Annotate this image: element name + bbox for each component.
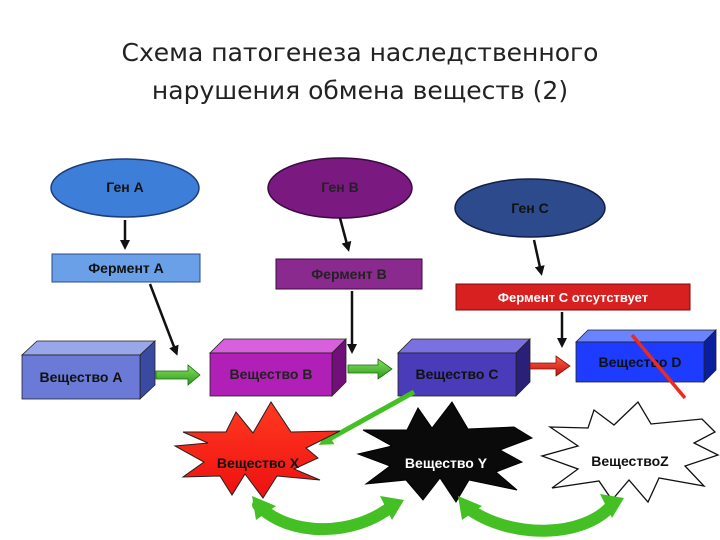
curved-arrow-x-to-y-tail-head — [252, 496, 276, 520]
curved-arrow-y-to-z-tail-head — [458, 496, 482, 520]
arrow-gene-b-to-enzyme-b — [338, 217, 352, 252]
substance-y-label: Вещество Y — [405, 455, 488, 471]
blocked-arrow-c-to-d — [529, 355, 571, 377]
arrow-a-to-b — [155, 364, 201, 386]
substance-b-box: Вещество В — [209, 338, 347, 397]
slide-title: Схема патогенеза наследственного нарушен… — [40, 34, 680, 110]
substance-z-burst: ВеществоZ — [539, 400, 720, 504]
curved-arrow-y-to-z — [460, 499, 618, 537]
arrow-enzyme-a-to-reaction — [148, 283, 179, 356]
gene-a-node: Ген А — [50, 158, 200, 218]
gene-c-node: Ген С — [454, 178, 606, 238]
enzyme-a-node: Фермент А — [51, 253, 201, 283]
curved-arrow-x-to-y — [252, 499, 398, 536]
substance-z-label: ВеществоZ — [591, 453, 669, 469]
arrow-to-substance-x — [318, 389, 416, 445]
substance-c-box: Вещество С — [397, 338, 531, 397]
enzyme-a-label: Фермент А — [88, 260, 164, 276]
substance-a-box: Вещество А — [20, 340, 157, 400]
curved-arrow-y-to-z-head — [600, 494, 624, 518]
gene-b-label: Ген В — [321, 179, 358, 195]
arrow-b-to-c — [347, 358, 393, 380]
substance-y-burst: Вещество Y — [356, 401, 534, 503]
substance-d-box: Вещество D — [575, 329, 717, 383]
enzyme-c-missing-label: Фермент С отсутствует — [498, 290, 648, 305]
curved-arrow-x-to-y-head — [380, 496, 404, 520]
enzyme-b-node: Фермент В — [275, 258, 423, 290]
substance-d-label: Вещество D — [599, 354, 682, 370]
title-line-1: Схема патогенеза наследственного — [121, 38, 599, 67]
substance-c-label: Вещество С — [416, 366, 499, 382]
gene-a-label: Ген А — [106, 179, 143, 195]
blocked-strike-line — [630, 333, 687, 400]
substance-x-burst: Вещество Х — [173, 401, 341, 499]
gene-c-label: Ген С — [511, 200, 548, 216]
title-line-2: нарушения обмена веществ (2) — [151, 76, 569, 105]
substance-b-label: Вещество В — [230, 366, 313, 382]
gene-b-node: Ген В — [267, 157, 413, 219]
substance-a-label: Вещество А — [40, 369, 123, 385]
enzyme-c-missing-node: Фермент С отсутствует — [455, 283, 691, 311]
bottom-curved-arrows — [252, 494, 624, 537]
arrow-gene-c-to-enzyme-c — [532, 239, 545, 276]
substance-x-label: Вещество Х — [217, 455, 300, 471]
enzyme-b-label: Фермент В — [311, 266, 387, 282]
